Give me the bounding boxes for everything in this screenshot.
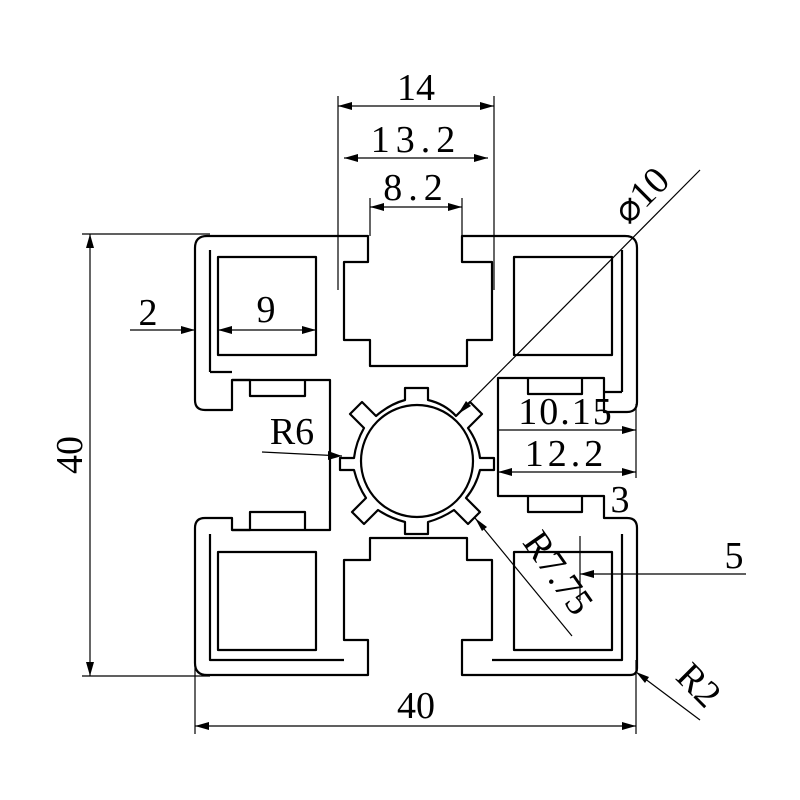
label-10-15: 10.15 [518, 391, 614, 433]
label-12-2: 12.2 [525, 433, 608, 475]
arm-channel-top-left [208, 250, 232, 374]
label-width: 40 [397, 685, 435, 727]
slot-left-groove [232, 378, 307, 532]
pocket-bottom-right [512, 550, 614, 652]
label-pocket: 9 [257, 289, 276, 331]
arm-channel-bottom-left [208, 534, 344, 662]
pocket-bottom-left [216, 550, 318, 652]
label-center-radius: R6 [270, 411, 314, 453]
label-5: 5 [725, 535, 744, 577]
label-slot-inner: 8.2 [383, 167, 449, 209]
label-slot-mid: 13.2 [371, 119, 462, 161]
arm-channel-top-right [604, 250, 624, 394]
label-height: 40 [49, 436, 91, 474]
arm-channel-bottom-right [492, 534, 624, 662]
profile-outline [193, 234, 639, 677]
pocket-top-left [216, 255, 318, 357]
label-wall: 2 [139, 292, 158, 334]
center-hub [338, 386, 496, 536]
label-3: 3 [611, 479, 630, 521]
outer-contour [193, 234, 639, 677]
dimension-labels: 14 13.2 8.2 ⌀10 2 9 40 R6 10.15 12.2 3 5… [49, 67, 744, 727]
slot-right-groove [526, 378, 584, 514]
pocket-top-right [512, 255, 614, 357]
label-slot-outer: 14 [397, 67, 435, 109]
label-center-hole: ⌀10 [605, 159, 678, 232]
dimension-lines [82, 96, 746, 734]
label-corner-radius: R2 [668, 655, 729, 716]
center-bore [359, 403, 475, 519]
